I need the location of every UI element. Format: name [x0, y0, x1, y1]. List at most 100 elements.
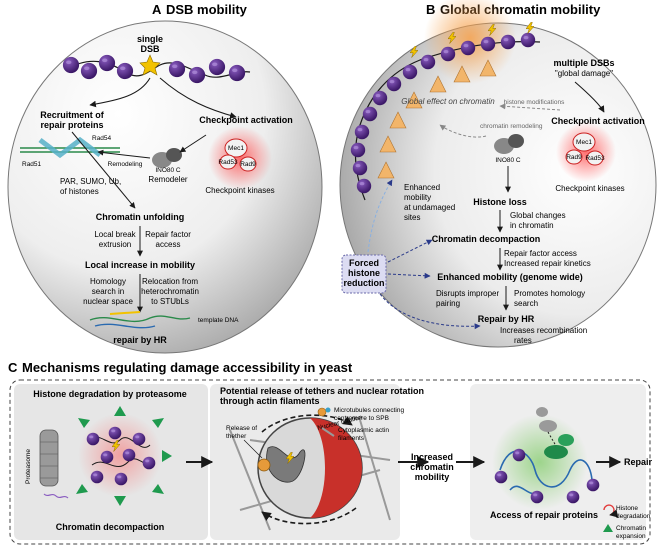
legend-spb-icon — [317, 407, 327, 417]
rad53-label-a: Rad53 — [218, 159, 238, 166]
histone-c3 — [512, 448, 526, 462]
rad53-label-b: Rad53 — [585, 155, 605, 162]
panel-a-title: DSB mobility — [166, 2, 248, 17]
increased-3: mobility — [415, 472, 450, 482]
histone-c3 — [566, 490, 580, 504]
microtubules-1: Microtubules connecting — [334, 407, 404, 414]
histone-a-6 — [188, 66, 206, 84]
legend-actin-icon — [321, 427, 335, 437]
panel-c-frame — [9, 379, 651, 545]
mod-marker — [429, 75, 447, 93]
green-arrow-icon — [76, 484, 88, 494]
legend-microtubule-icon — [325, 407, 331, 413]
remodeler-label: Remodeler — [148, 175, 187, 184]
mod-marker — [453, 65, 471, 83]
enhanced-mobility-sites-2: mobility — [404, 193, 431, 202]
histone-b-4 — [460, 40, 476, 56]
chromatin-unfolding-label: Chromatin unfolding — [96, 212, 184, 222]
histone-loss-label: Histone loss — [473, 197, 527, 207]
legend-histone-2: degradation — [616, 513, 651, 520]
disrupts-2: pairing — [436, 299, 460, 308]
recruitment-label-2: repair proteins — [40, 120, 103, 130]
histone-c3 — [494, 470, 508, 484]
rad9-label-b: Rad9 — [566, 154, 582, 161]
histone-b-8 — [386, 76, 402, 92]
histone-a-5 — [168, 60, 186, 78]
forced-arrow-4 — [367, 179, 393, 253]
histone-a-7 — [208, 58, 226, 76]
global-effect-label: Global effect on chromatin — [401, 97, 495, 106]
multiple-dsbs-label: multiple DSBs — [553, 58, 614, 68]
tether-pointer — [243, 439, 263, 459]
forced-arrow-1 — [387, 239, 433, 263]
legend-chromatin-1: Chromatin — [616, 525, 646, 532]
rotation-arrow-bottom — [261, 507, 357, 525]
enhanced-mobility-sites-3: at undamaged — [404, 203, 455, 212]
potential-release-1: Potential release of tethers and nuclear… — [220, 386, 424, 396]
increases-2: rates — [514, 336, 532, 345]
local-break-2: extrusion — [99, 240, 131, 249]
kinase-glow-a — [208, 126, 272, 190]
histone-b-3 — [480, 36, 496, 52]
increases-1: Increases recombination — [500, 326, 587, 335]
local-break-1: Local break — [94, 230, 136, 239]
relocation-2: heterochromatin — [141, 287, 199, 296]
checkpoint-kinases-a: Checkpoint kinases — [205, 186, 274, 195]
homology-3: nuclear space — [83, 297, 133, 306]
nucleolus — [310, 418, 362, 518]
enhanced-mobility-sites-1: Enhanced — [404, 183, 440, 192]
repair-factor-1: Repair factor — [145, 230, 191, 239]
green-arrow-icon — [114, 406, 126, 416]
arrow-remodeling — [97, 149, 151, 159]
enhanced-mobility-genome: Enhanced mobility (genome wide) — [437, 272, 583, 282]
arrow-checkpoint-to-remodeler — [179, 134, 207, 153]
histone-b-14 — [356, 178, 372, 194]
panel-a-letter: A — [152, 2, 162, 17]
chromatin-decompaction-c: Chromatin decompaction — [56, 522, 165, 532]
histone-b-2 — [500, 34, 516, 50]
histone-c1 — [108, 426, 122, 440]
ino80-label-a: INO80 C — [155, 167, 181, 174]
histone-c1 — [90, 470, 104, 484]
degraded-peptide-icon — [43, 493, 69, 499]
disrupts-1: Disrupts improper — [436, 289, 499, 298]
template-dna-label: template DNA — [198, 317, 239, 324]
kinase-cluster-a — [219, 138, 257, 172]
chromatin-mass-c2 — [266, 446, 306, 483]
promotes-1: Promotes homology — [514, 289, 585, 298]
spb-icon — [257, 458, 271, 472]
green-arrow-icon — [152, 418, 164, 428]
checkpoint-kinases-b: Checkpoint kinases — [555, 184, 624, 193]
histone-c1 — [114, 472, 128, 486]
homology-2: search in — [92, 287, 124, 296]
forced-arrow-2 — [387, 272, 431, 279]
arrow-dsb-to-recruitment — [89, 77, 151, 108]
green-arrow-icon — [114, 496, 126, 506]
mod-marker — [479, 59, 497, 77]
remodeler-icon — [152, 148, 182, 168]
chromatin-loops-c3 — [494, 448, 600, 504]
panel-c-title: Mechanisms regulating damage accessibili… — [22, 360, 353, 375]
dsb-chromatin-a — [62, 54, 251, 84]
histone-b-5 — [440, 46, 456, 62]
histone-c3 — [530, 490, 544, 504]
panel-b-letter: B — [426, 2, 435, 17]
repair-by-hr-a: repair by HR — [113, 335, 167, 345]
rad51-label: Rad51 — [22, 161, 42, 168]
microtubules-2: centromere to SPB — [334, 415, 389, 422]
repair-access-2: Increased repair kinetics — [504, 259, 591, 268]
repair-label-c: Repair — [624, 457, 653, 467]
legend-histone-deg-icon — [603, 504, 619, 518]
arrow-chromatin-remodeling — [439, 124, 487, 138]
kinase-cluster-b — [565, 132, 604, 166]
release-tether-2: thether — [226, 433, 247, 440]
potential-release-2: through actin filaments — [220, 396, 320, 406]
increased-2: chromatin — [410, 462, 454, 472]
green-arrow-icon — [78, 418, 90, 428]
mec1-label-a: Mec1 — [228, 145, 244, 152]
checkpoint-activation-b: Checkpoint activation — [551, 116, 645, 126]
ino80-label-b: INO80 C — [495, 157, 521, 164]
histone-c1 — [86, 432, 100, 446]
chromatin-cluster-c1 — [86, 426, 156, 486]
histone-deg-title: Histone degradation by proteasome — [33, 389, 187, 399]
